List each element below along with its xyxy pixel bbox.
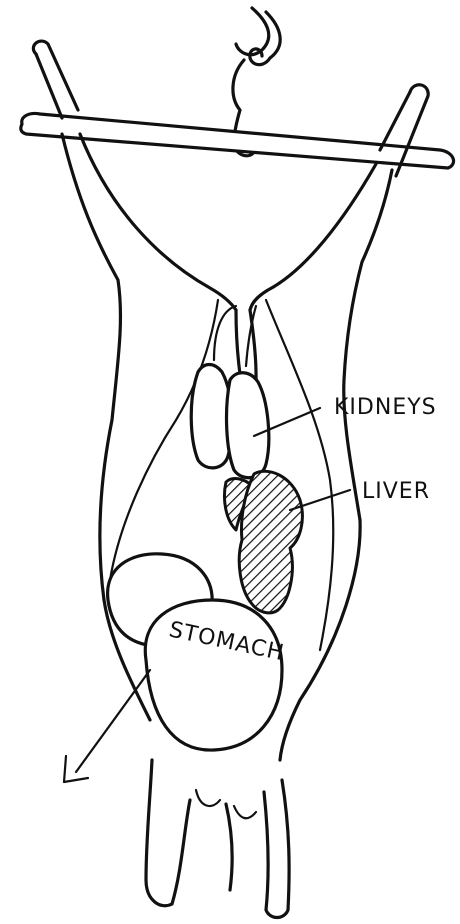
kidneys <box>191 306 269 478</box>
liver-label: LIVER <box>362 479 430 504</box>
liver <box>224 471 302 613</box>
stomach-leader-arrow <box>76 670 150 772</box>
kidneys-label: KIDNEYS <box>334 395 437 420</box>
